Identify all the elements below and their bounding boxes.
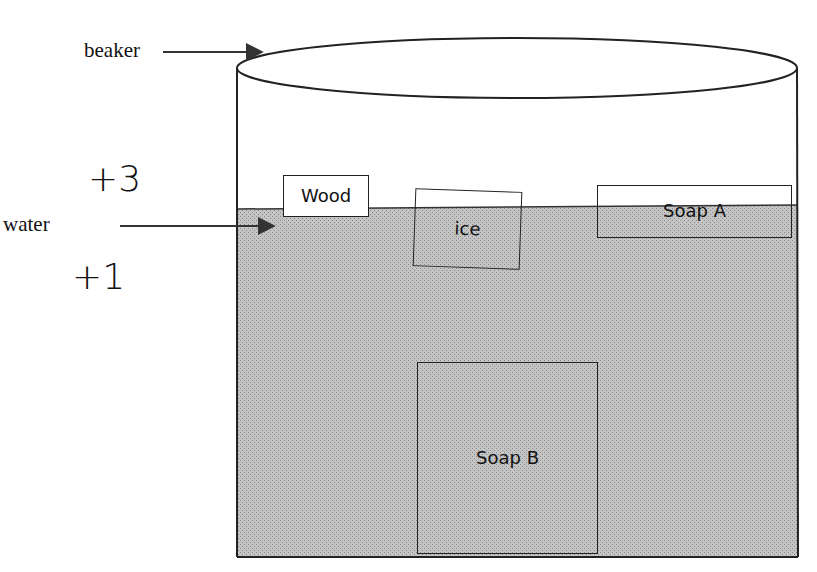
floating-object-box: Wood: [283, 175, 369, 217]
part-label: beaker: [84, 38, 140, 63]
score-mark: +1: [72, 256, 125, 297]
score-mark: +3: [88, 158, 141, 199]
beaker-bottom: [237, 556, 798, 558]
object-label: Soap A: [663, 201, 726, 222]
beaker-wall: [236, 68, 238, 557]
leader-arrow: [163, 51, 262, 53]
floating-object-box: ice: [413, 188, 523, 270]
water-body: [237, 205, 798, 557]
object-label: Wood: [301, 186, 351, 207]
floating-object-box: Soap A: [597, 185, 792, 238]
beaker-wall: [797, 68, 798, 557]
object-label: Soap B: [476, 448, 539, 469]
floating-object-box: Soap B: [417, 362, 598, 554]
leader-arrow: [120, 225, 274, 227]
object-label: ice: [454, 218, 481, 240]
beaker-rim: [237, 38, 797, 98]
part-label: water: [3, 212, 50, 237]
